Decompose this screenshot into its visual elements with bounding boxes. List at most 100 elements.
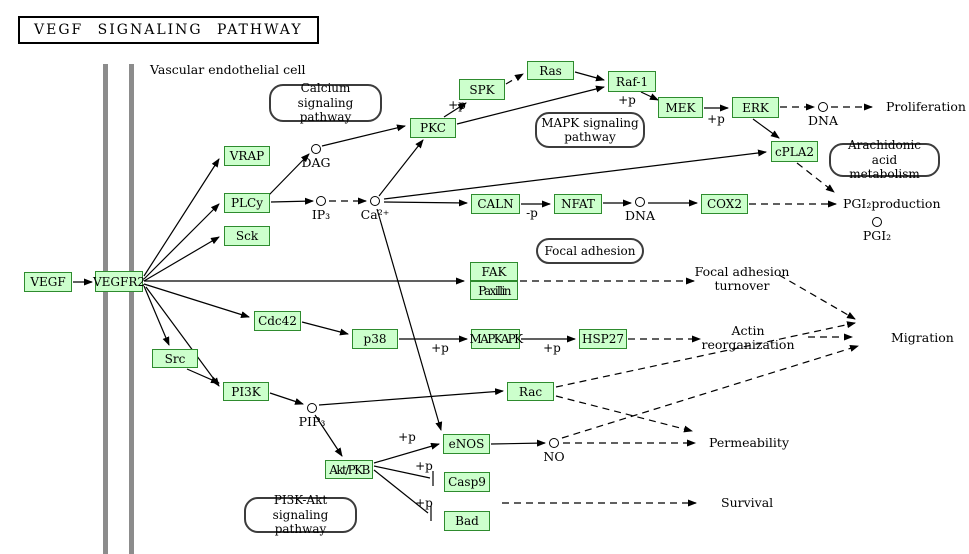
compound-circle-ip[interactable] xyxy=(316,196,326,206)
compound-label-dag: DAG xyxy=(301,155,331,170)
edge-rac-to-permeability xyxy=(555,395,693,433)
edge-akt-to-enos xyxy=(373,442,440,464)
node-mapkapk[interactable]: MAPKAPK xyxy=(470,329,523,349)
node-casp9[interactable]: Casp9 xyxy=(444,472,490,492)
edge-ca-to-enos xyxy=(376,208,443,431)
node-paxillin[interactable]: Paxillin xyxy=(470,281,518,300)
cell-membrane-line xyxy=(103,64,108,554)
label-focal-adhesion: Focal adhesion turnover xyxy=(694,264,790,294)
modifier-plus-p: +p xyxy=(398,430,416,444)
compound-circle-dag[interactable] xyxy=(311,144,321,154)
node-spk[interactable]: SPK xyxy=(459,79,505,100)
node-pi3k[interactable]: PI3K xyxy=(223,382,269,401)
node-erk[interactable]: ERK xyxy=(732,97,779,118)
edge-vegfr2-to-cdc42 xyxy=(143,283,250,318)
node-bad[interactable]: Bad xyxy=(444,511,490,531)
edge-pi3k-to-pip3 xyxy=(269,392,304,405)
compound-label-ca: Ca²⁺ xyxy=(360,207,390,222)
node-raf-1[interactable]: Raf-1 xyxy=(608,71,656,92)
edge-plcy-to-dag xyxy=(268,153,310,196)
node-plcy[interactable]: PLCy xyxy=(224,193,270,213)
modifier-plus-p: +p xyxy=(618,93,636,107)
edge-enos-to-no xyxy=(490,439,546,447)
edge-rac-to-migration xyxy=(555,321,856,388)
edge-akt-inhibit-casp9 xyxy=(373,465,431,479)
compound-label-pip: PIP₃ xyxy=(298,414,326,429)
edge-dag-to-pkc xyxy=(321,124,406,147)
node-cox2[interactable]: COX2 xyxy=(701,194,748,214)
label-permeability: Permeability xyxy=(709,435,790,450)
modifier-minus-p: -p xyxy=(526,206,538,220)
node-src[interactable]: Src xyxy=(152,349,198,368)
edge-src-to-pi3k xyxy=(186,368,220,384)
compound-label-dna: DNA xyxy=(625,208,655,223)
compound-label-no: NO xyxy=(543,449,565,464)
node-akt-pkb[interactable]: Akt/PKB xyxy=(325,460,373,479)
edge-pkc-to-spk xyxy=(443,102,467,118)
edge-vegfr2-to-plcy xyxy=(143,203,220,280)
node-vrap[interactable]: VRAP xyxy=(224,146,270,166)
edge-ca-to-pkc xyxy=(378,139,424,197)
compound-circle-pip[interactable] xyxy=(307,403,317,413)
node-fak[interactable]: FAK xyxy=(470,262,518,281)
edge-pip3-to-akt xyxy=(314,414,343,457)
node-ras[interactable]: Ras xyxy=(527,61,574,80)
compound-circle-pgi[interactable] xyxy=(872,217,882,227)
node-hsp27[interactable]: HSP27 xyxy=(579,329,627,349)
edge-vegfr2-to-sck xyxy=(143,236,220,282)
modifier-plus-p: +p xyxy=(431,341,449,355)
pathway-ref-mapk-signaling[interactable]: MAPK signaling pathway xyxy=(535,112,645,148)
label-vascular-endothelial-cell: Vascular endothelial cell xyxy=(150,62,306,77)
node-nfat[interactable]: NFAT xyxy=(554,194,602,214)
edge-cdc42-to-p38 xyxy=(301,321,349,336)
compound-label-dna: DNA xyxy=(808,113,838,128)
node-caln[interactable]: CALN xyxy=(471,194,520,214)
edge-pkc-to-raf1 xyxy=(456,85,605,125)
node-p38[interactable]: p38 xyxy=(352,329,398,349)
compound-circle-ca[interactable] xyxy=(370,196,380,206)
edge-cpla2-to-pgi2prod xyxy=(796,162,835,193)
pathway-ref-arachidonic-acid[interactable]: Arachidonic acid metabolism xyxy=(829,138,940,181)
pathway-ref-focal-adhesion[interactable]: Focal adhesion xyxy=(536,238,644,264)
compound-label-pgi: PGI₂ xyxy=(862,228,892,243)
node-pkc[interactable]: PKC xyxy=(410,118,456,138)
edge-vegfr2-to-pi3k xyxy=(145,286,220,387)
label-migration: Migration xyxy=(891,330,954,345)
compound-circle-dna[interactable] xyxy=(818,102,828,112)
label-actin: Actin reorganization xyxy=(701,323,795,353)
edge-pip3-to-rac xyxy=(318,388,504,406)
edge-ras-to-raf1 xyxy=(574,71,605,82)
pathway-ref-pi3k-akt[interactable]: PI3K-Akt signaling pathway xyxy=(244,493,357,536)
compound-circle-no[interactable] xyxy=(549,438,559,448)
node-sck[interactable]: Sck xyxy=(224,226,270,246)
edge-ca-to-cpla2 xyxy=(383,149,767,200)
compound-label-ip: IP₃ xyxy=(311,207,331,222)
node-mek[interactable]: MEK xyxy=(658,97,703,118)
edge-vegfr2-to-vrap xyxy=(143,158,220,277)
modifier-plus-p: +p xyxy=(415,459,433,473)
node-rac[interactable]: Rac xyxy=(507,382,554,401)
node-cdc42[interactable]: Cdc42 xyxy=(254,311,301,331)
label-survival: Survival xyxy=(721,495,774,510)
node-vegfr2[interactable]: VEGFR2 xyxy=(93,271,145,292)
compound-circle-dna[interactable] xyxy=(635,197,645,207)
modifier-plus-p: +p xyxy=(415,496,433,510)
pathway-ref-calcium-signaling[interactable]: Calcium signaling pathway xyxy=(269,81,382,124)
node-vegf[interactable]: VEGF xyxy=(24,272,72,292)
modifier-plus-p: +p xyxy=(707,112,725,126)
edge-erk-to-cpla2 xyxy=(752,118,780,139)
node-cpla2[interactable]: cPLA2 xyxy=(771,141,818,162)
edge-ca-to-caln xyxy=(383,199,468,207)
edge-no-to-migration xyxy=(561,345,859,439)
label-proliferation: Proliferation xyxy=(886,99,966,114)
label-pgi-production: PGI₂production xyxy=(843,196,941,211)
modifier-plus-p: +p xyxy=(448,98,466,112)
edge-vegfr2-to-src xyxy=(143,285,170,346)
cell-membrane-line xyxy=(129,64,134,554)
node-enos[interactable]: eNOS xyxy=(443,434,490,454)
edge-akt-inhibit-bad xyxy=(373,469,429,514)
modifier-plus-p: +p xyxy=(543,341,561,355)
edge-spk-to-ras xyxy=(505,73,524,85)
